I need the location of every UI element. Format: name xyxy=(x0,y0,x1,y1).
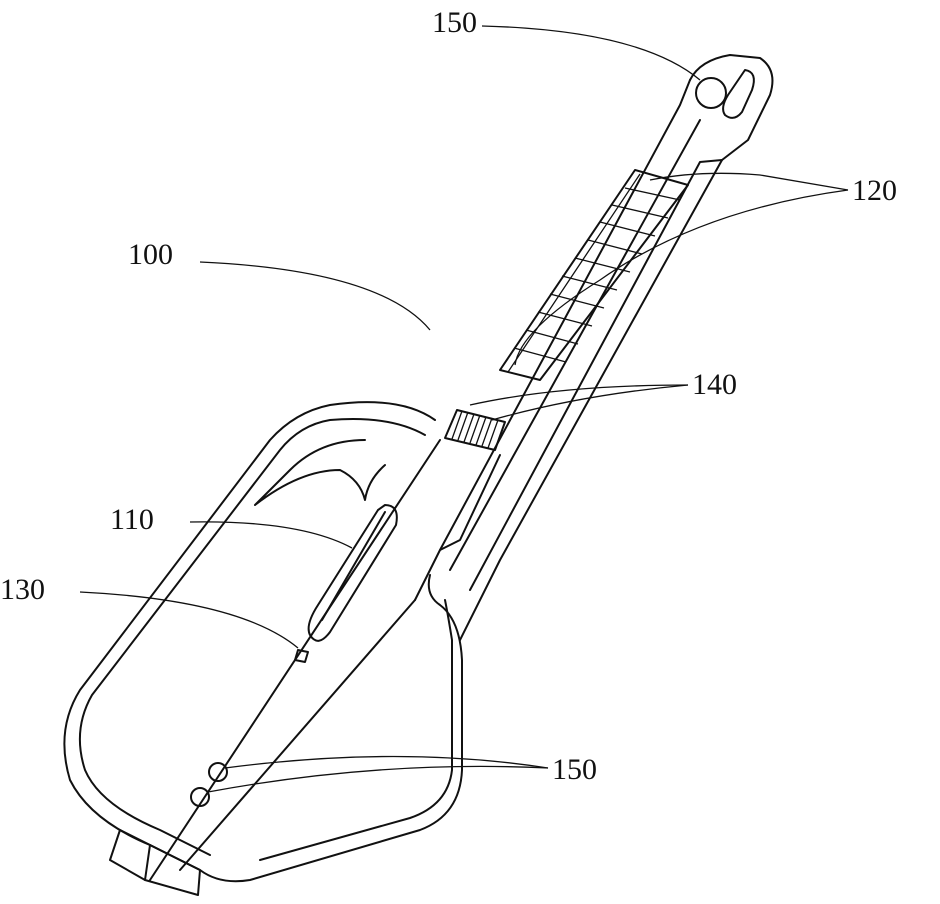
segment-panel xyxy=(499,169,689,381)
label-100: 100 xyxy=(128,238,173,271)
grip-ridges xyxy=(444,409,506,451)
label-130: 130 xyxy=(0,573,45,606)
label-140: 140 xyxy=(692,368,737,401)
label-150-top: 150 xyxy=(432,6,477,39)
top-button xyxy=(695,77,727,109)
top-slot xyxy=(722,69,755,119)
label-150-bottom: 150 xyxy=(552,753,597,786)
bottom-button-2 xyxy=(190,787,210,807)
long-slot xyxy=(307,504,398,642)
bottom-button-1 xyxy=(208,762,228,782)
leader-lines xyxy=(79,25,849,793)
frame-loop xyxy=(63,401,463,896)
indicator-130 xyxy=(294,649,309,663)
label-110: 110 xyxy=(110,503,154,536)
label-120: 120 xyxy=(852,174,897,207)
slot-inner xyxy=(321,511,386,621)
